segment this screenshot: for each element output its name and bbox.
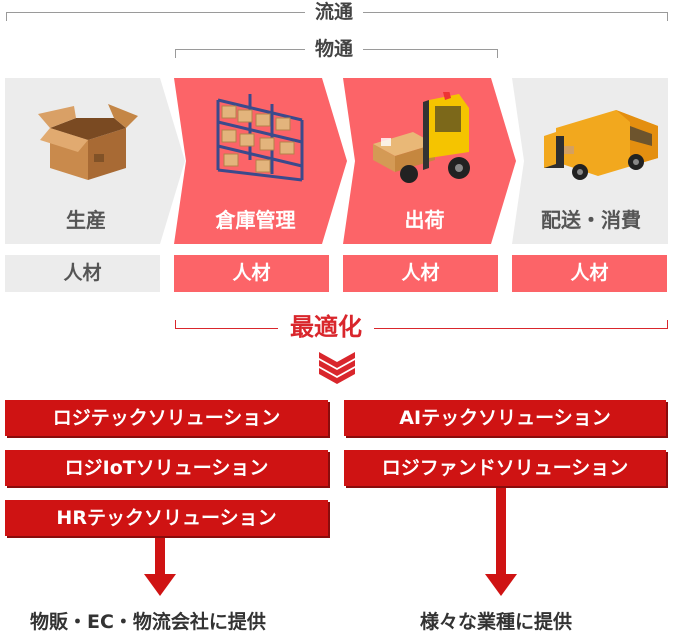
talent-box: 人材	[512, 255, 667, 292]
solution-ai-tech: AIテックソリューション	[344, 400, 666, 436]
stage-delivery: 配送・消費	[512, 78, 670, 244]
solution-logitech: ロジテックソリューション	[5, 400, 328, 436]
optimization-bracket	[175, 320, 668, 329]
target-right-label: 様々な業種に提供	[420, 611, 573, 633]
logistics-bracket-label: 物通	[305, 39, 364, 59]
solution-hr-tech: HRテックソリューション	[5, 500, 328, 536]
warehouse-shelves-icon	[216, 94, 304, 182]
stage-label: 生産	[66, 208, 106, 232]
distribution-bracket-label: 流通	[305, 2, 364, 22]
stage-warehouse: 倉庫管理	[174, 78, 349, 244]
stage-production: 生産	[5, 78, 187, 244]
stage-label: 倉庫管理	[215, 208, 296, 232]
delivery-van-icon	[544, 110, 658, 180]
solution-logi-fund: ロジファンドソリューション	[344, 450, 666, 486]
stage-label: 配送・消費	[541, 208, 641, 232]
triple-chevron-down-icon	[319, 352, 355, 384]
arrow-down-icon	[144, 538, 176, 596]
solution-logi-iot: ロジIoTソリューション	[5, 450, 328, 486]
talent-box: 人材	[343, 255, 498, 292]
stage-shipping: 出荷	[343, 78, 518, 244]
stage-label: 出荷	[404, 208, 445, 232]
talent-box: 人材	[5, 255, 160, 292]
optimization-label: 最適化	[278, 313, 374, 341]
forklift-icon	[373, 92, 470, 183]
target-left-label: 物販・EC・物流会社に提供	[30, 611, 266, 633]
arrow-down-icon	[485, 488, 517, 596]
cardboard-box-icon	[38, 104, 138, 180]
talent-box: 人材	[174, 255, 329, 292]
